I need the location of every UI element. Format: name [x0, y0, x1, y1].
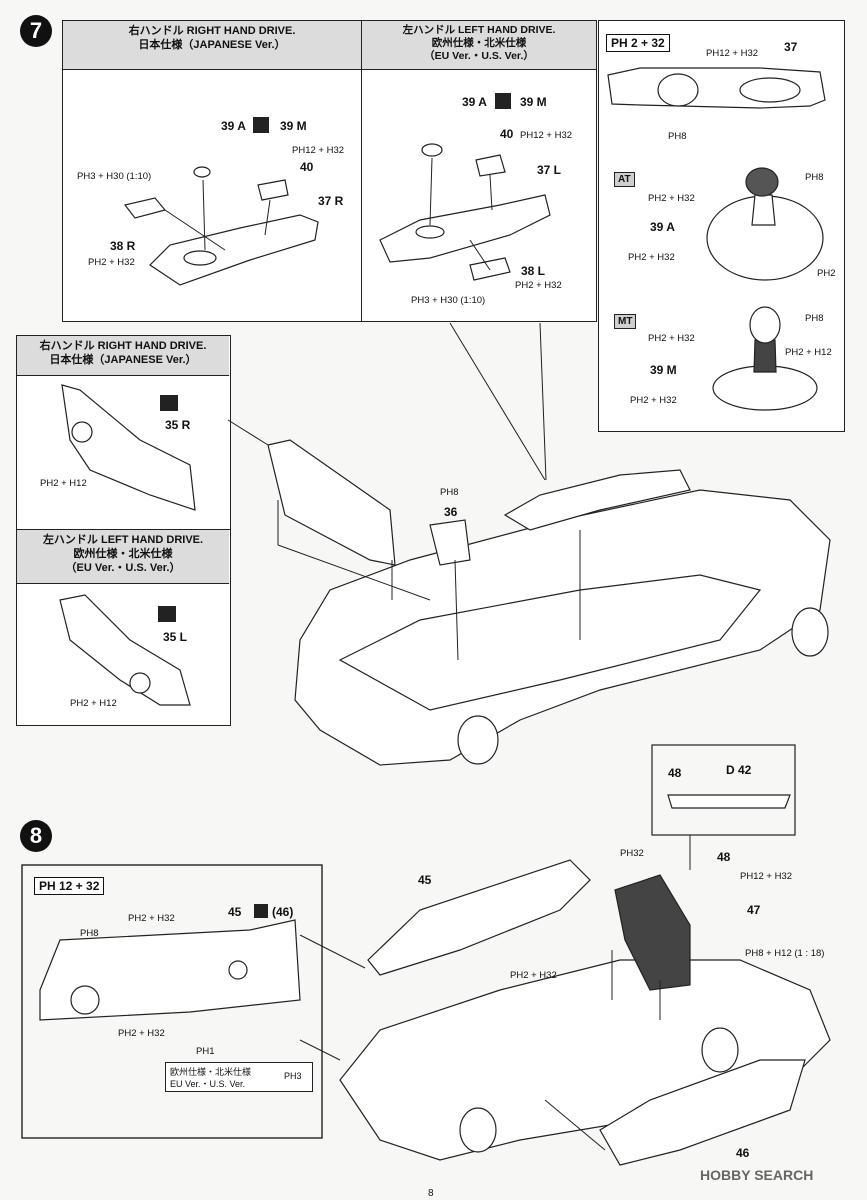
door-part-45: 45 [228, 905, 242, 919]
dash-lhd-paint: PH2 + H12 [70, 698, 117, 709]
rhd-part-38: 38 R [110, 239, 136, 253]
dash-lhd [59, 594, 191, 706]
eu-note-box: 欧州仕様・北米仕様 EU Ver.・U.S. Ver. PH3 [165, 1062, 313, 1092]
at-paint-4: PH2 [817, 268, 836, 279]
rhd-label-39m: 39 M [280, 119, 307, 133]
door-part-46: (46) [272, 905, 294, 919]
rhd-label-39a: 39 A [221, 119, 246, 133]
dash-lhd-part: 35 L [163, 630, 188, 644]
door-k-icon [254, 904, 268, 918]
lhd-console-shape [379, 194, 551, 263]
main-door-45 [367, 859, 591, 976]
mt-paint-4: PH2 + H32 [630, 395, 677, 406]
dash-rhd-icon [160, 395, 178, 411]
main-part-46: 46 [736, 1146, 750, 1160]
dash-lhd-icon [158, 606, 176, 622]
at-paint-1: PH8 [805, 172, 824, 183]
mt-paint-2: PH8 [805, 313, 824, 324]
at-paint-2: PH2 + H32 [648, 193, 695, 204]
main-part-45: 45 [418, 873, 432, 887]
seat-back-47 [614, 874, 691, 991]
rhd-part-40 [257, 179, 289, 201]
step-8-badge: 8 [20, 820, 52, 852]
rhd-header: 右ハンドル RIGHT HAND DRIVE.日本仕様（JAPANESE Ver… [63, 21, 361, 70]
main-paint-48: PH12 + H32 [740, 871, 793, 882]
lhd-paint-38b: PH3 + H30 (1:10) [411, 295, 486, 306]
dash-rhd-part: 35 R [165, 418, 191, 432]
door-panel-drawing [39, 919, 301, 1021]
main-part-47: 47 [747, 903, 761, 917]
console-part-37: 37 [784, 40, 798, 54]
light-part [667, 794, 791, 809]
mt-39m: 39 M [650, 363, 677, 377]
watermark: HOBBY SEARCH [700, 1167, 814, 1183]
door-ph1: PH1 [196, 1046, 215, 1057]
lhd-paint-40: PH12 + H32 [520, 130, 573, 141]
rhd-cupholder [183, 250, 217, 266]
dash-rhd-header: 右ハンドル RIGHT HAND DRIVE.日本仕様（JAPANESE Ver… [17, 336, 229, 376]
dash-rhd-paint: PH2 + H12 [40, 478, 87, 489]
car-body-8 [339, 959, 831, 1161]
main-ph8: PH8 [440, 487, 459, 498]
mt-paint-3: PH2 + H12 [785, 347, 832, 358]
rhd-paint-38b: PH2 + H32 [88, 257, 135, 268]
rhd-diamond-icon [253, 117, 269, 133]
rhd-knob [193, 166, 211, 178]
rhd-paint-38: PH3 + H30 (1:10) [77, 171, 152, 182]
lhd-cupholder [415, 225, 445, 239]
page-number: 8 [428, 1188, 434, 1199]
console-paint: PH12 + H32 [706, 48, 759, 59]
door-ph8: PH8 [80, 928, 99, 939]
main-dash-part [267, 439, 396, 566]
main-ph32: PH32 [620, 848, 644, 859]
main-part-36 [429, 519, 471, 566]
dash-rhd [61, 384, 196, 511]
lhd-knob [421, 143, 443, 157]
rhd-paint-40: PH12 + H32 [292, 145, 345, 156]
at-39a: 39 A [650, 220, 675, 234]
mt-paint-1: PH2 + H32 [648, 333, 695, 344]
rhd-console-shape [149, 214, 319, 286]
lhd-part-40 [475, 154, 506, 177]
steering-panel: 右ハンドル RIGHT HAND DRIVE.日本仕様（JAPANESE Ver… [62, 20, 597, 322]
door-paint-2: PH2 + H32 [118, 1028, 165, 1039]
at-paint-3: PH2 + H32 [628, 252, 675, 263]
door-paint-1: PH2 + H32 [128, 913, 175, 924]
mt-tag: MT [614, 314, 637, 329]
main-paint-floor: PH2 + H32 [510, 970, 557, 981]
main-paint-47: PH8 + H12 (1 : 18) [745, 948, 825, 959]
lhd-part-38: 38 L [521, 264, 546, 278]
lhd-part-38 [469, 257, 511, 281]
lhd-part-37: 37 L [537, 163, 562, 177]
dash-lhd-header: 左ハンドル LEFT HAND DRIVE.欧州仕様・北米仕様（EU Ver.・… [17, 530, 229, 584]
lhd-part-40-label: 40 [500, 127, 514, 141]
lhd-paint-38: PH2 + H32 [515, 280, 562, 291]
lhd-label-39m: 39 M [520, 95, 547, 109]
rhd-part-40-label: 40 [300, 160, 314, 174]
main-part-36: 36 [444, 505, 458, 519]
step-7-badge: 7 [20, 15, 52, 47]
door-paint-box: PH 12 + 32 [34, 877, 105, 895]
lhd-diamond-icon [495, 93, 511, 109]
lhd-label-39a: 39 A [462, 95, 487, 109]
rhd-part-38 [123, 197, 167, 219]
light-48: 48 [668, 766, 682, 780]
console-paint-box: PH 2 + 32 [606, 34, 670, 52]
main-console-part [503, 469, 691, 531]
console-ph8: PH8 [668, 131, 687, 142]
lhd-header: 左ハンドル LEFT HAND DRIVE.欧州仕様・北米仕様（EU Ver.・… [362, 21, 596, 70]
light-42: D 42 [726, 763, 752, 777]
main-door-46 [599, 1059, 806, 1166]
main-part-48: 48 [717, 850, 731, 864]
rhd-part-37: 37 R [318, 194, 344, 208]
at-tag: AT [614, 172, 635, 187]
